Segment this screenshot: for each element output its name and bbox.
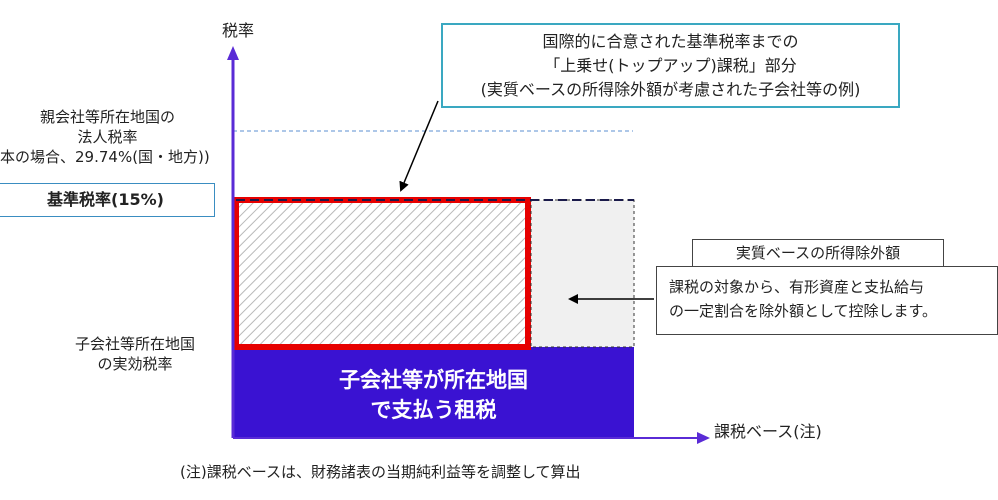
- x-axis-label: 課税ベース(注): [714, 422, 822, 441]
- exclusion-desc-line2: の一定割合を除外額として控除します。: [669, 302, 938, 320]
- subsidiary-rate-label-line2: の実効税率: [97, 355, 173, 373]
- parent-rate-label-line3: 本の場合、29.74%(国・地方)): [0, 148, 210, 166]
- topup-tax-area: [233, 197, 531, 350]
- exclusion-area: [530, 199, 635, 348]
- y-axis-label: 税率: [222, 21, 255, 40]
- exclusion-description: 課税の対象から、有形資産と支払給与 の一定割合を除外額として控除します。: [656, 266, 998, 335]
- parent-rate-label-line2: 法人税率: [77, 128, 138, 146]
- exclusion-label: 実質ベースの所得除外額: [692, 239, 944, 267]
- tax-paid-label: 子会社等が所在地国 で支払う租税: [233, 351, 634, 437]
- topup-callout-line1: 国際的に合意された基準税率までの: [542, 32, 799, 51]
- tax-paid-block: [233, 347, 634, 437]
- x-axis-arrow-icon: [697, 432, 710, 444]
- y-axis-arrow-icon: [227, 46, 239, 60]
- exclusion-desc-line1: 課税の対象から、有形資産と支払給与: [669, 278, 925, 296]
- topup-callout-line3: (実質ベースの所得除外額が考慮された子会社等の例): [480, 80, 861, 99]
- topup-callout: 国際的に合意された基準税率までの 「上乗せ(トップアップ)課税」部分 (実質ベー…: [441, 23, 900, 108]
- subsidiary-rate-label-line1: 子会社等所在地国: [74, 335, 195, 353]
- callout-arrow: [399, 100, 439, 192]
- tax-paid-line1: 子会社等が所在地国: [339, 368, 528, 392]
- parent-rate-label-line1: 親会社等所在地国の: [39, 108, 175, 126]
- topup-callout-line2: 「上乗せ(トップアップ)課税」部分: [544, 56, 797, 75]
- base-rate-label: 基準税率(15%): [0, 183, 215, 217]
- footnote: (注)課税ベースは、財務諸表の当期純利益等を調整して算出: [180, 463, 581, 481]
- tax-paid-line2: で支払う租税: [370, 398, 497, 422]
